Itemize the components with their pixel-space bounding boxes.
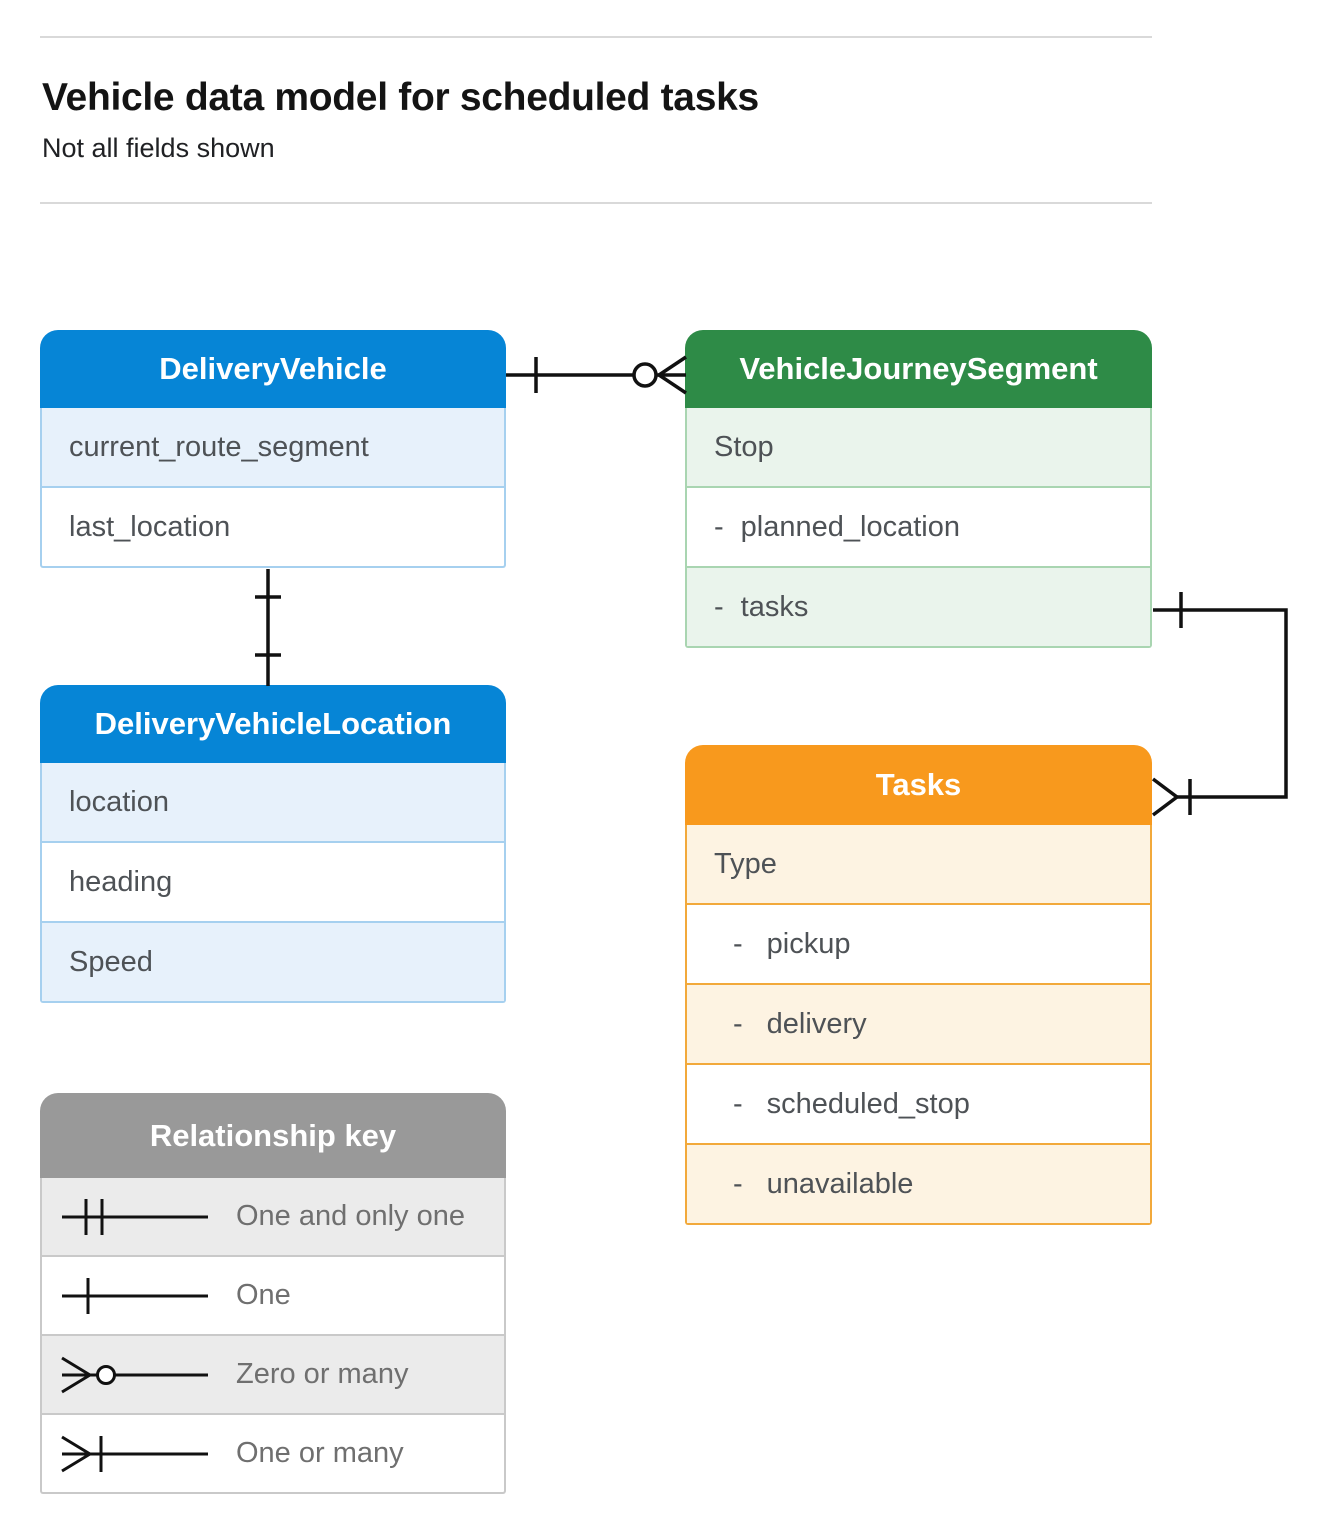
legend-row-one-or-many: One or many [42, 1413, 504, 1492]
field-label: Type [714, 847, 777, 880]
field-label: tasks [740, 590, 809, 623]
field-label: location [69, 785, 169, 818]
relationship-key-title: Relationship key [40, 1093, 506, 1178]
legend-label: One and only one [236, 1200, 465, 1232]
field-label: planned_location [740, 510, 960, 543]
legend-label: Zero or many [236, 1358, 409, 1390]
one-or-many-icon [61, 1435, 208, 1472]
connector-deliveryvehicle-deliveryvehiclelocation [255, 569, 281, 686]
legend-label: One [236, 1279, 291, 1311]
connector-vehiclejourneysegment-tasks [1151, 592, 1288, 817]
entity-title-tasks: Tasks [685, 745, 1152, 825]
connector-line [1153, 608, 1288, 799]
entity-tasks: Tasks Type - pickup - delivery - schedul… [685, 745, 1152, 1225]
entity-body: location heading Speed [40, 763, 506, 1003]
field-heading: heading [42, 841, 504, 921]
entity-vehiclejourneysegment: VehicleJourneySegment Stop - planned_loc… [685, 330, 1152, 648]
field-label: Stop [714, 430, 774, 463]
field-label: pickup [766, 927, 851, 960]
field-current-route-segment: current_route_segment [42, 408, 504, 486]
entity-title-vehiclejourneysegment: VehicleJourneySegment [685, 330, 1152, 408]
field-dash: - [733, 1007, 743, 1040]
entity-title-deliveryvehiclelocation: DeliveryVehicleLocation [40, 685, 506, 763]
field-label: unavailable [766, 1167, 914, 1200]
entity-deliveryvehiclelocation: DeliveryVehicleLocation location heading… [40, 685, 506, 1003]
relationship-key-body: One and only one One Zero or many [40, 1178, 506, 1494]
legend-row-one: One [42, 1255, 504, 1334]
crow-foot [1151, 777, 1179, 817]
entity-title-deliveryvehicle: DeliveryVehicle [40, 330, 506, 408]
entity-deliveryvehicle: DeliveryVehicle current_route_segment la… [40, 330, 506, 568]
entity-body: Type - pickup - delivery - scheduled_sto… [685, 825, 1152, 1225]
zero-or-many-icon [61, 1356, 208, 1393]
legend-row-zero-or-many: Zero or many [42, 1334, 504, 1413]
field-planned-location: - planned_location [687, 486, 1150, 566]
field-dash: - [733, 1167, 743, 1200]
field-type: Type [687, 825, 1150, 903]
field-last-location: last_location [42, 486, 504, 566]
connector-deliveryvehicle-vehiclejourneysegment [506, 355, 687, 395]
one-icon [62, 1277, 208, 1314]
field-dash: - [714, 510, 724, 543]
field-speed: Speed [42, 921, 504, 1001]
crow-foot [658, 355, 687, 395]
top-divider [40, 36, 1152, 38]
page-subtitle: Not all fields shown [42, 133, 275, 163]
field-label: heading [69, 865, 173, 898]
bottom-divider [40, 202, 1152, 204]
field-unavailable: - unavailable [687, 1143, 1150, 1223]
field-label: Speed [69, 945, 153, 978]
page-title: Vehicle data model for scheduled tasks [42, 76, 759, 119]
field-location: location [42, 763, 504, 841]
legend-row-one-and-only-one: One and only one [42, 1178, 504, 1255]
field-label: scheduled_stop [766, 1087, 970, 1120]
one-and-only-one-icon [62, 1198, 208, 1235]
field-pickup: - pickup [687, 903, 1150, 983]
field-label: last_location [69, 510, 231, 543]
field-dash: - [714, 590, 724, 623]
field-tasks: - tasks [687, 566, 1150, 646]
field-stop: Stop [687, 408, 1150, 486]
field-label: current_route_segment [69, 430, 369, 463]
field-label: delivery [766, 1007, 867, 1040]
entity-body: Stop - planned_location - tasks [685, 408, 1152, 648]
field-delivery: - delivery [687, 983, 1150, 1063]
entity-body: current_route_segment last_location [40, 408, 506, 568]
legend-label: One or many [236, 1437, 404, 1469]
zero-circle [632, 362, 658, 388]
field-scheduled-stop: - scheduled_stop [687, 1063, 1150, 1143]
relationship-key: Relationship key One and only one One [40, 1093, 506, 1494]
field-dash: - [733, 1087, 743, 1120]
field-dash: - [733, 927, 743, 960]
